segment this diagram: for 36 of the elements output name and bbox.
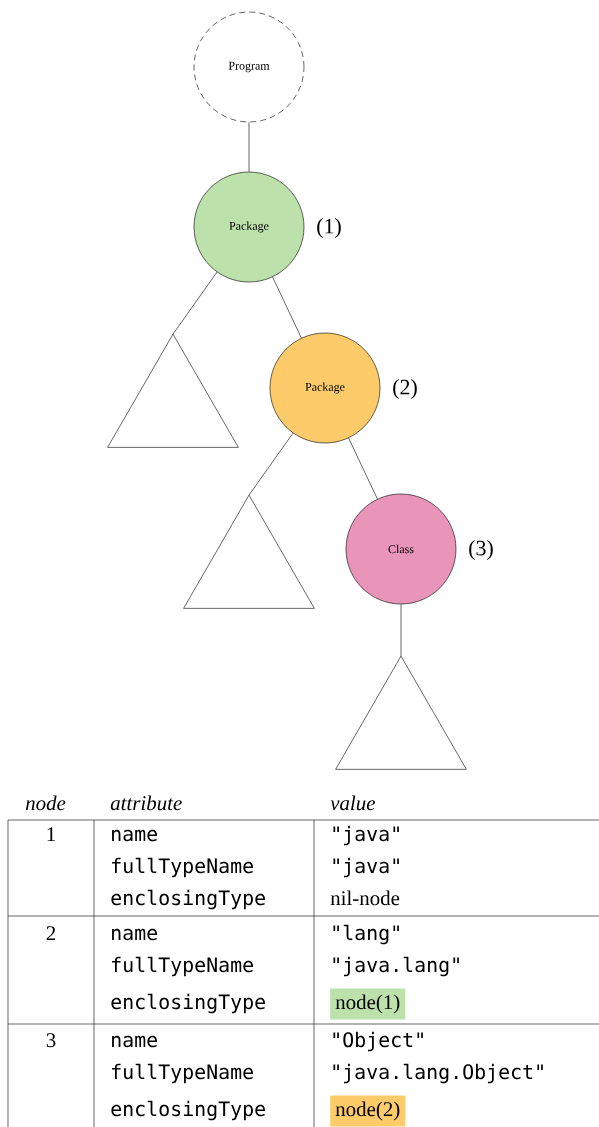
node-number: (2) [393,379,417,399]
attribute-name: fullTypeName [112,956,253,977]
attribute-value: "lang" [333,924,399,945]
node-number: 1 [47,827,55,841]
tree-edge [272,276,302,339]
column-header: attribute [110,795,182,811]
tree-edge [348,437,378,500]
highlighted-value: node(1) [330,988,406,1020]
attribute-name: name [112,829,157,842]
attribute-value: "java" [333,825,399,846]
tree-edge [248,432,294,496]
tree-edge [400,604,402,657]
node-number: 3 [46,1033,56,1048]
attribute-name: enclosingType [111,993,265,1014]
column-header: node [25,795,66,811]
attribute-value: "java.lang" [333,956,459,977]
tree-edge [172,271,218,335]
attribute-name: fullTypeName [112,1063,253,1084]
attribute-value: "Object" [333,1031,423,1052]
attribute-value: "java" [333,857,399,878]
attribute-value: nil-node [330,890,400,906]
highlighted-value: node(2) [330,1095,406,1127]
node-number: (3) [469,540,493,560]
subtree-triangle [335,655,467,770]
node-number: 2 [46,926,56,940]
subtree-triangle [107,333,239,448]
attribute-name: fullTypeName [112,857,253,878]
attribute-name: enclosingType [111,1100,265,1121]
attribute-name: enclosingType [111,889,265,910]
attribute-value: "java.lang.Object" [333,1063,543,1084]
attribute-name: name [112,928,157,941]
node-number: (1) [317,218,341,238]
column-header: value [330,795,376,811]
subtree-triangle [183,494,315,609]
attribute-name: name [112,1035,157,1048]
tree-edge [248,122,250,172]
